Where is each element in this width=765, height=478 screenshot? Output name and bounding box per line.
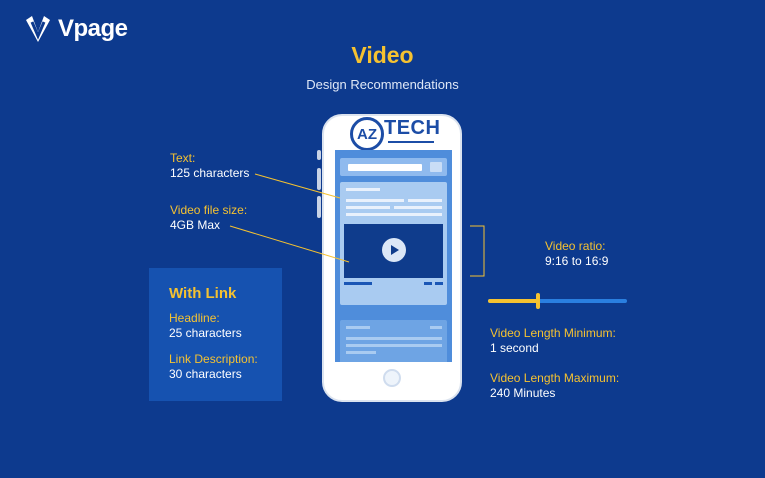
- spec-link-description-label: Link Description:: [169, 352, 258, 366]
- with-link-panel: With Link Headline: 25 characters Link D…: [149, 268, 282, 401]
- video-meta-line: [344, 282, 372, 285]
- spec-length-max-label: Video Length Maximum:: [490, 371, 620, 385]
- slider-track: [488, 299, 627, 303]
- spec-length-min-label: Video Length Minimum:: [490, 326, 616, 340]
- spec-text-value: 125 characters: [170, 166, 250, 180]
- post-header-line: [346, 326, 370, 329]
- watermark-text: TECH: [384, 117, 441, 139]
- phone-home-button: [383, 369, 401, 387]
- post-header-line: [430, 326, 442, 329]
- spec-length-max: Video Length Maximum: 240 Minutes: [490, 371, 619, 401]
- watermark: AZ TECH: [350, 117, 440, 153]
- screen-search-bar: [348, 164, 422, 171]
- post-text-line: [346, 206, 390, 209]
- next-post-card: [340, 320, 447, 362]
- length-slider: [488, 293, 627, 309]
- post-card: [340, 182, 447, 305]
- screen-top-bar: [340, 158, 447, 176]
- phone-side-button: [317, 150, 321, 160]
- vpage-logo-icon: [26, 16, 50, 42]
- spec-length-max-value: 240 Minutes: [490, 386, 556, 400]
- slider-knob: [536, 293, 540, 309]
- post-text-line: [346, 199, 404, 202]
- post-header-line: [346, 188, 380, 191]
- spec-headline-label: Headline:: [169, 311, 220, 325]
- spec-link-description-value: 30 characters: [169, 367, 242, 381]
- spec-length-min-value: 1 second: [490, 341, 539, 355]
- spec-ratio: Video ratio: 9:16 to 16:9: [545, 239, 608, 269]
- spec-ratio-label: Video ratio:: [545, 239, 606, 253]
- post-text-line: [394, 206, 442, 209]
- slider-fill: [488, 299, 538, 303]
- spec-text-label: Text:: [170, 151, 196, 165]
- post-text-line: [408, 199, 442, 202]
- post-text-line: [346, 337, 442, 340]
- spec-file-size: Video file size: 4GB Max: [170, 203, 247, 233]
- page-title: Video: [351, 42, 414, 68]
- page-subtitle: Design Recommendations: [306, 77, 459, 92]
- spec-headline-value: 25 characters: [169, 326, 242, 340]
- video-meta-dot: [424, 282, 432, 285]
- watermark-mark: AZ: [350, 117, 384, 151]
- screen-icon: [430, 162, 442, 172]
- play-button[interactable]: [382, 238, 406, 262]
- spec-link-description: Link Description: 30 characters: [169, 352, 258, 382]
- spec-file-size-label: Video file size:: [170, 203, 248, 217]
- post-text-line: [346, 351, 376, 354]
- phone-side-button: [317, 196, 321, 218]
- spec-headline: Headline: 25 characters: [169, 311, 242, 341]
- video-meta-dot: [435, 282, 443, 285]
- watermark-underline: [388, 141, 434, 143]
- phone-side-button: [317, 168, 321, 190]
- post-text-line: [346, 344, 442, 347]
- play-icon: [391, 245, 399, 255]
- spec-file-size-value: 4GB Max: [170, 218, 221, 232]
- spec-ratio-value: 9:16 to 16:9: [545, 254, 609, 268]
- brand-name: Vpage: [58, 15, 128, 42]
- with-link-title: With Link: [169, 285, 237, 302]
- video-player[interactable]: [344, 224, 443, 278]
- spec-text: Text: 125 characters: [170, 151, 249, 181]
- brand-logo: Vpage: [24, 14, 128, 44]
- spec-length-min: Video Length Minimum: 1 second: [490, 326, 616, 356]
- phone-screen: [335, 150, 452, 362]
- post-text-line: [346, 213, 442, 216]
